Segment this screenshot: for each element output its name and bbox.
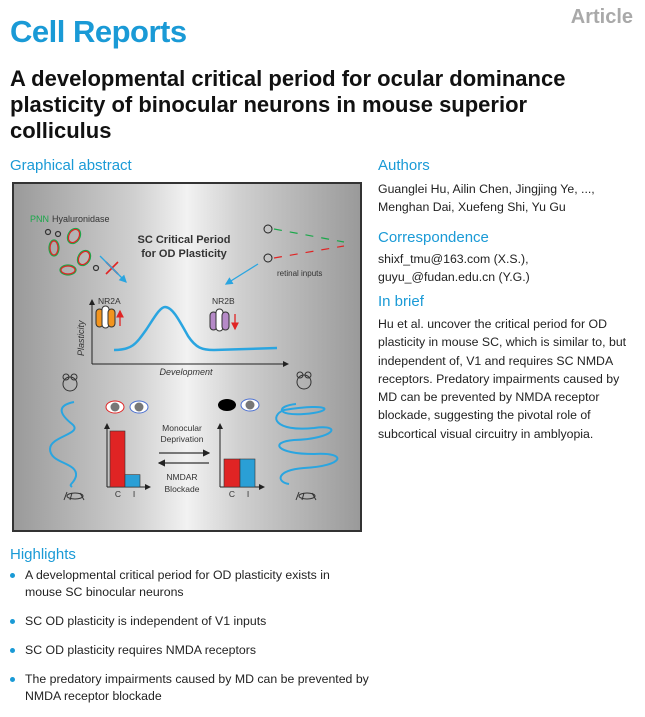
nr2a-receptor-icon (95, 305, 116, 329)
mouse-icon (296, 371, 312, 390)
eye-icons-deprived (218, 398, 260, 412)
bar-left-ipsi (124, 474, 141, 488)
nr2b-label: NR2B (212, 296, 235, 306)
journal-logo: Cell Reports (10, 14, 187, 49)
in-brief-heading: In brief (378, 293, 424, 310)
ga-title-line1: SC Critical Period (138, 234, 231, 246)
pnn-label: PNN (30, 214, 49, 224)
authors-line1: Guanglei Hu, Ailin Chen, Jingjing Ye, ..… (378, 182, 595, 196)
bullet-icon (10, 677, 15, 682)
graphical-abstract-heading: Graphical abstract (10, 157, 132, 174)
authors-heading: Authors (378, 157, 430, 174)
article-type: Article (570, 6, 633, 28)
bar-right-ipsi (239, 458, 256, 488)
graphical-abstract: PNN Hyaluronidase SC Critical Period for… (12, 182, 362, 532)
cricket-icon (63, 491, 85, 501)
nmdar-label-line2: Blockade (165, 484, 200, 494)
authors-line2: Menghan Dai, Xuefeng Shi, Yu Gu (378, 200, 566, 214)
highlight-item: SC OD plasticity requires NMDA receptors (10, 642, 370, 659)
highlight-item: The predatory impairments caused by MD c… (10, 671, 370, 705)
bar-left-contra (109, 430, 126, 488)
bullet-icon (10, 573, 15, 578)
y-axis-label: Plasticity (76, 320, 86, 356)
eye-icons (263, 224, 273, 263)
eye-icons-normal (105, 400, 149, 414)
bar-right-contra (223, 458, 241, 488)
email-xs-link[interactable]: shixf_tmu@163.com (X.S.), (378, 252, 529, 266)
highlight-item: SC OD plasticity is independent of V1 in… (10, 613, 370, 630)
x-axis-label: Development (159, 367, 213, 377)
bullet-icon (10, 648, 15, 653)
nmdar-label-line1: NMDAR (166, 472, 197, 482)
md-label-line1: Monocular (162, 423, 202, 433)
bullet-icon (10, 619, 15, 624)
mouse-path-left (48, 401, 77, 488)
plasticity-curve (113, 305, 278, 352)
ga-title-line2: for OD Plasticity (141, 248, 227, 260)
highlights-heading: Highlights (10, 546, 76, 563)
highlight-item: A developmental critical period for OD p… (10, 567, 370, 601)
mouse-icon (62, 373, 78, 392)
right-chart-label-i: I (247, 489, 249, 499)
correspondence-heading: Correspondence (378, 229, 489, 246)
in-brief-text: Hu et al. uncover the critical period fo… (378, 317, 627, 441)
left-chart-label-i: I (133, 489, 135, 499)
md-label-line2: Deprivation (161, 434, 204, 444)
nr2a-label: NR2A (98, 296, 121, 306)
pnn-neurons-icon (44, 227, 100, 276)
mouse-path-right (275, 403, 339, 485)
left-chart-label-c: C (115, 489, 121, 499)
article-title: A developmental critical period for ocul… (10, 66, 566, 143)
highlights-list: A developmental critical period for OD p… (10, 567, 370, 717)
hyaluronidase-label: Hyaluronidase (52, 214, 110, 224)
retinal-inputs-label: retinal inputs (277, 269, 322, 278)
nr2b-receptor-icon (209, 308, 230, 332)
right-chart-label-c: C (229, 489, 235, 499)
email-yg-link[interactable]: guyu_@fudan.edu.cn (Y.G.) (378, 270, 530, 284)
cricket-icon (295, 491, 317, 501)
